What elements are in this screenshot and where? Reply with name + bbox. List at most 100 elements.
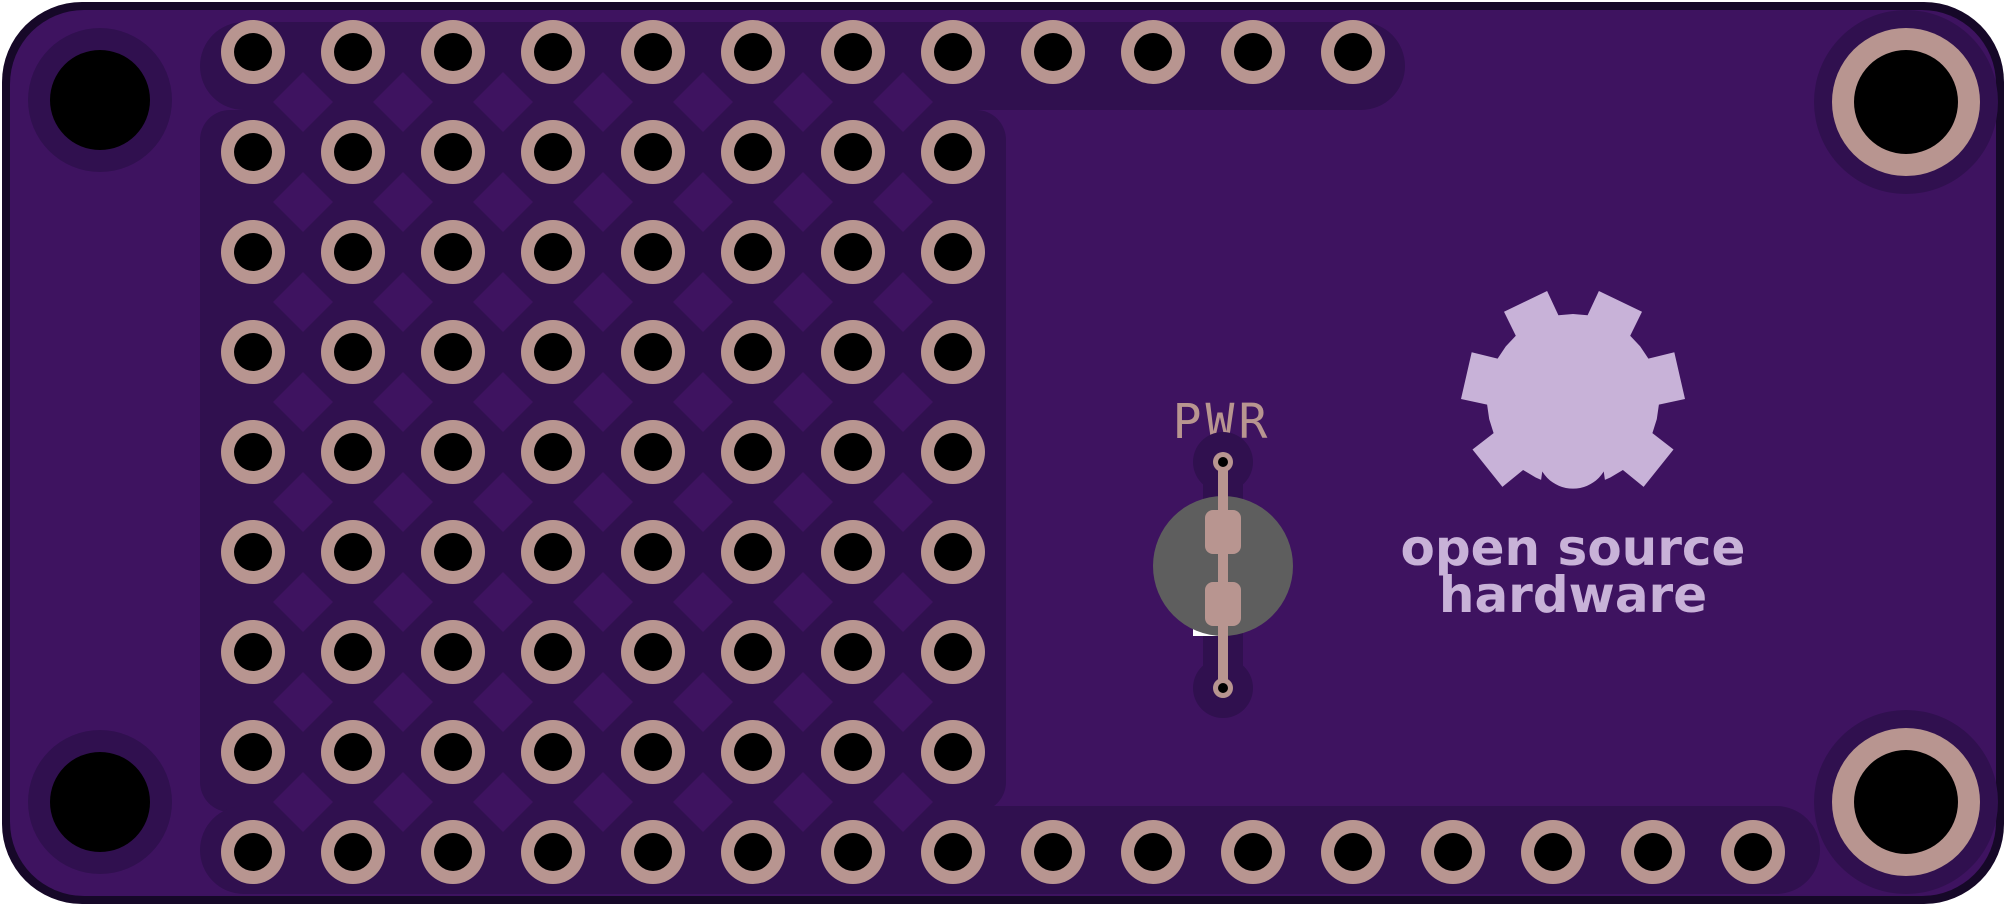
through-hole-pad bbox=[821, 720, 885, 784]
mounting-hole bbox=[1854, 750, 1958, 854]
through-hole-pad bbox=[1021, 820, 1085, 884]
perfboard-diamond bbox=[773, 672, 833, 732]
through-hole-pad bbox=[1121, 820, 1185, 884]
through-hole-pad bbox=[621, 520, 685, 584]
perfboard-diamond bbox=[573, 72, 633, 132]
perfboard-diamond bbox=[773, 772, 833, 832]
perfboard-diamond bbox=[673, 72, 733, 132]
perfboard-diamond bbox=[273, 272, 333, 332]
through-hole-pad bbox=[721, 820, 785, 884]
through-hole-pad bbox=[321, 420, 385, 484]
led-trace bbox=[1218, 466, 1228, 686]
through-hole-pad bbox=[521, 820, 585, 884]
perfboard-diamond bbox=[673, 372, 733, 432]
through-hole-pad bbox=[1621, 820, 1685, 884]
perfboard-diamond bbox=[773, 472, 833, 532]
perfboard-diamond bbox=[873, 172, 933, 232]
led-pad bbox=[1205, 582, 1241, 626]
through-hole-pad bbox=[321, 220, 385, 284]
through-hole-pad bbox=[1321, 20, 1385, 84]
through-hole-pad bbox=[521, 420, 585, 484]
through-hole-pad bbox=[321, 820, 385, 884]
led-via-hole bbox=[1218, 683, 1228, 693]
through-hole-pad bbox=[321, 20, 385, 84]
through-hole-pad bbox=[721, 520, 785, 584]
through-hole-pad bbox=[221, 320, 285, 384]
perfboard-diamond bbox=[273, 72, 333, 132]
perfboard-diamond bbox=[673, 172, 733, 232]
through-hole-pad bbox=[921, 320, 985, 384]
perfboard-diamond bbox=[473, 72, 533, 132]
through-hole-pad bbox=[521, 320, 585, 384]
through-hole-pad bbox=[921, 520, 985, 584]
through-hole-pad bbox=[921, 220, 985, 284]
through-hole-pad bbox=[221, 20, 285, 84]
perfboard-diamond bbox=[873, 672, 933, 732]
through-hole-pad bbox=[821, 420, 885, 484]
open-source-hardware-gear-icon bbox=[1461, 291, 1685, 489]
logo-text-line1: open source bbox=[1401, 519, 1746, 577]
through-hole-pad bbox=[421, 20, 485, 84]
through-hole-pad bbox=[321, 720, 385, 784]
through-hole-pad bbox=[821, 320, 885, 384]
through-hole-pad bbox=[521, 220, 585, 284]
perfboard-diamond bbox=[873, 472, 933, 532]
through-hole-pad bbox=[221, 420, 285, 484]
perfboard-diamond bbox=[573, 572, 633, 632]
through-hole-pad bbox=[621, 820, 685, 884]
perfboard-diamond bbox=[573, 472, 633, 532]
logo-text-line2: hardware bbox=[1439, 566, 1707, 624]
through-hole-pad bbox=[521, 720, 585, 784]
through-hole-pad bbox=[421, 320, 485, 384]
through-hole-pad bbox=[521, 520, 585, 584]
through-hole-pad bbox=[921, 420, 985, 484]
through-hole-pad bbox=[721, 120, 785, 184]
led-via-hole bbox=[1218, 457, 1228, 467]
through-hole-pad bbox=[221, 820, 285, 884]
through-hole-pad bbox=[1221, 820, 1285, 884]
perfboard-diamond bbox=[873, 372, 933, 432]
through-hole-pad bbox=[1521, 820, 1585, 884]
through-hole-pad bbox=[221, 620, 285, 684]
perfboard-diamond bbox=[273, 672, 333, 732]
perfboard-diamond bbox=[273, 172, 333, 232]
through-hole-pad bbox=[621, 720, 685, 784]
perfboard-diamond bbox=[873, 72, 933, 132]
through-hole-pad bbox=[221, 120, 285, 184]
through-hole-pad bbox=[221, 720, 285, 784]
perfboard-diamond bbox=[473, 672, 533, 732]
perfboard-diamond bbox=[473, 472, 533, 532]
through-hole-pad bbox=[1021, 20, 1085, 84]
through-hole-pad bbox=[821, 120, 885, 184]
through-hole-pad bbox=[721, 420, 785, 484]
perfboard-diamond bbox=[573, 772, 633, 832]
perfboard-diamond-pattern bbox=[273, 72, 933, 832]
perfboard-diamond bbox=[373, 772, 433, 832]
perfboard-diamond bbox=[873, 272, 933, 332]
through-hole-pad bbox=[421, 220, 485, 284]
perfboard-diamond bbox=[473, 572, 533, 632]
through-hole-pad bbox=[921, 620, 985, 684]
through-hole-pad bbox=[421, 120, 485, 184]
through-hole-pad bbox=[421, 620, 485, 684]
perfboard-diamond bbox=[773, 572, 833, 632]
led-pad bbox=[1205, 510, 1241, 554]
perfboard-diamond bbox=[573, 172, 633, 232]
through-hole-pad bbox=[621, 120, 685, 184]
through-hole-pad bbox=[621, 220, 685, 284]
through-hole-pad bbox=[1321, 820, 1385, 884]
through-hole-pad bbox=[321, 620, 385, 684]
perfboard-diamond bbox=[273, 472, 333, 532]
perfboard-diamond bbox=[673, 572, 733, 632]
through-hole-pad bbox=[621, 320, 685, 384]
pwr-led: PWR bbox=[1153, 394, 1293, 718]
perfboard-diamond bbox=[373, 572, 433, 632]
through-hole-pad bbox=[521, 120, 585, 184]
perfboard-pads bbox=[221, 20, 1785, 884]
through-hole-pad bbox=[821, 220, 885, 284]
through-hole-pad bbox=[721, 20, 785, 84]
through-hole-pad bbox=[821, 620, 885, 684]
perfboard-diamond bbox=[673, 272, 733, 332]
